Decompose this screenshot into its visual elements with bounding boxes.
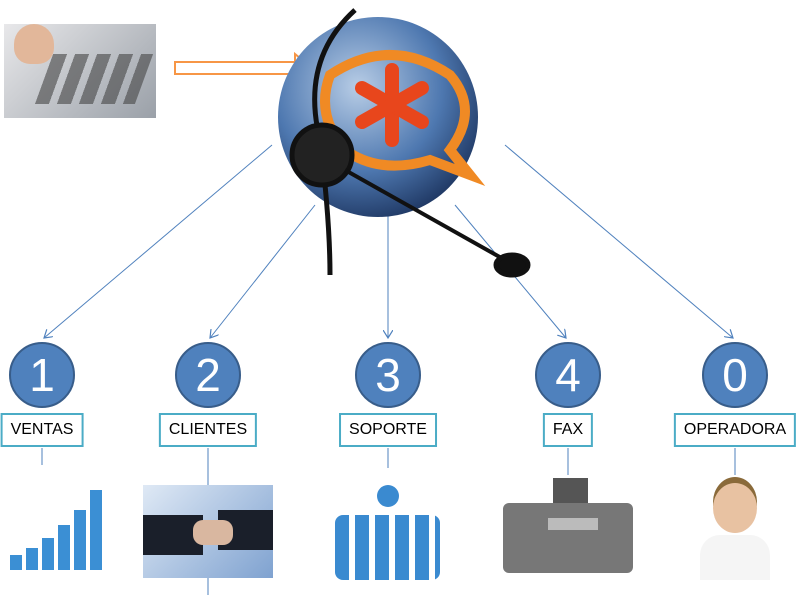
option-label-fax: FAX (542, 413, 594, 447)
handshake-image (143, 485, 273, 578)
sales-chart-image (0, 475, 112, 580)
arrow-to-0 (504, 144, 733, 338)
arrow-to-2 (210, 204, 316, 338)
option-label-ventas: VENTAS (0, 413, 84, 447)
option-label-operadora: OPERADORA (673, 413, 797, 447)
option-number-3: 3 (355, 342, 421, 408)
fax-machine-image (503, 478, 633, 580)
phone-keypad-photo (4, 24, 156, 118)
operator-photo (695, 475, 775, 580)
option-number-0: 0 (702, 342, 768, 408)
headset-icon (289, 8, 531, 278)
option-label-clientes: CLIENTES (158, 413, 258, 447)
option-number-4: 4 (535, 342, 601, 408)
option-label-soporte: SOPORTE (339, 413, 437, 447)
support-team-image (325, 485, 450, 590)
option-number-2: 2 (175, 342, 241, 408)
arrow-to-1 (44, 144, 273, 338)
option-number-1: 1 (9, 342, 75, 408)
